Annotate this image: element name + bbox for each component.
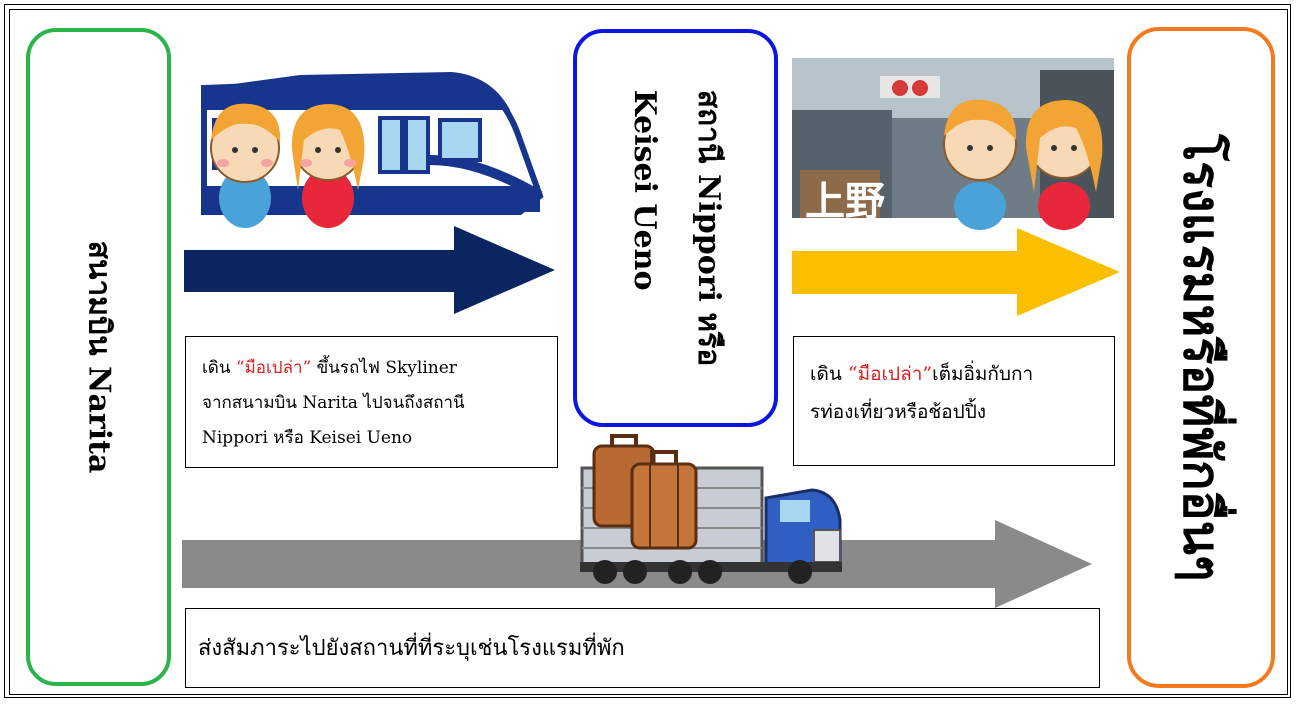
train-note-line3: Nippori หรือ Keisei Ueno — [202, 428, 413, 448]
outer-frame — [4, 4, 1291, 698]
walk-note-line2: รท่องเที่ยวหรือช้อปปิ้ง — [810, 401, 987, 423]
walk-note: เดิน “มือเปล่า”เต็มอิ่มกับกา รท่องเที่ยว… — [793, 336, 1115, 466]
walk-note-line1: เดิน “มือเปล่า”เต็มอิ่มกับกา — [810, 363, 1034, 385]
walk-arrow — [792, 228, 1120, 316]
ueno-sign-text: 上野 — [805, 179, 885, 225]
train-illustration — [201, 72, 544, 215]
hands-free-highlight: “มือเปล่า” — [235, 358, 312, 378]
people-on-train — [210, 103, 365, 228]
inner-frame — [9, 9, 1288, 695]
hotel-box: โรงแรมหรือที่พักอื่นๆ — [1127, 27, 1275, 688]
train-arrow — [184, 226, 555, 314]
airport-box: สนามบิน Narita — [26, 28, 171, 686]
hands-free-highlight: “มือเปล่า” — [847, 363, 933, 385]
suitcase-icon — [592, 434, 698, 550]
station-label-line2: Keisei Ueno — [626, 89, 662, 291]
hotel-label: โรงแรมหรือที่พักอื่นๆ — [1172, 133, 1232, 582]
station-label-line1: สถานี Nippori หรือ — [690, 89, 726, 367]
airport-label: สนามบิน Narita — [81, 240, 116, 474]
luggage-note: ส่งสัมภาระไปยังสถานที่ที่ระบุเช่นโรงแรมท… — [185, 608, 1100, 688]
luggage-note-text: ส่งสัมภาระไปยังสถานที่ที่ระบุเช่นโรงแรมท… — [198, 636, 625, 661]
station-box: สถานี Nippori หรือ Keisei Ueno — [573, 29, 778, 427]
people-in-photo — [943, 99, 1103, 230]
station-label: สถานี Nippori หรือ Keisei Ueno — [612, 90, 740, 367]
train-note-line1: เดิน “มือเปล่า” ขึ้นรถไฟ Skyliner — [202, 358, 457, 378]
train-note: เดิน “มือเปล่า” ขึ้นรถไฟ Skyliner จากสนา… — [185, 336, 558, 468]
train-note-line2: จากสนามบิน Narita ไปจนถึงสถานี — [202, 393, 465, 413]
